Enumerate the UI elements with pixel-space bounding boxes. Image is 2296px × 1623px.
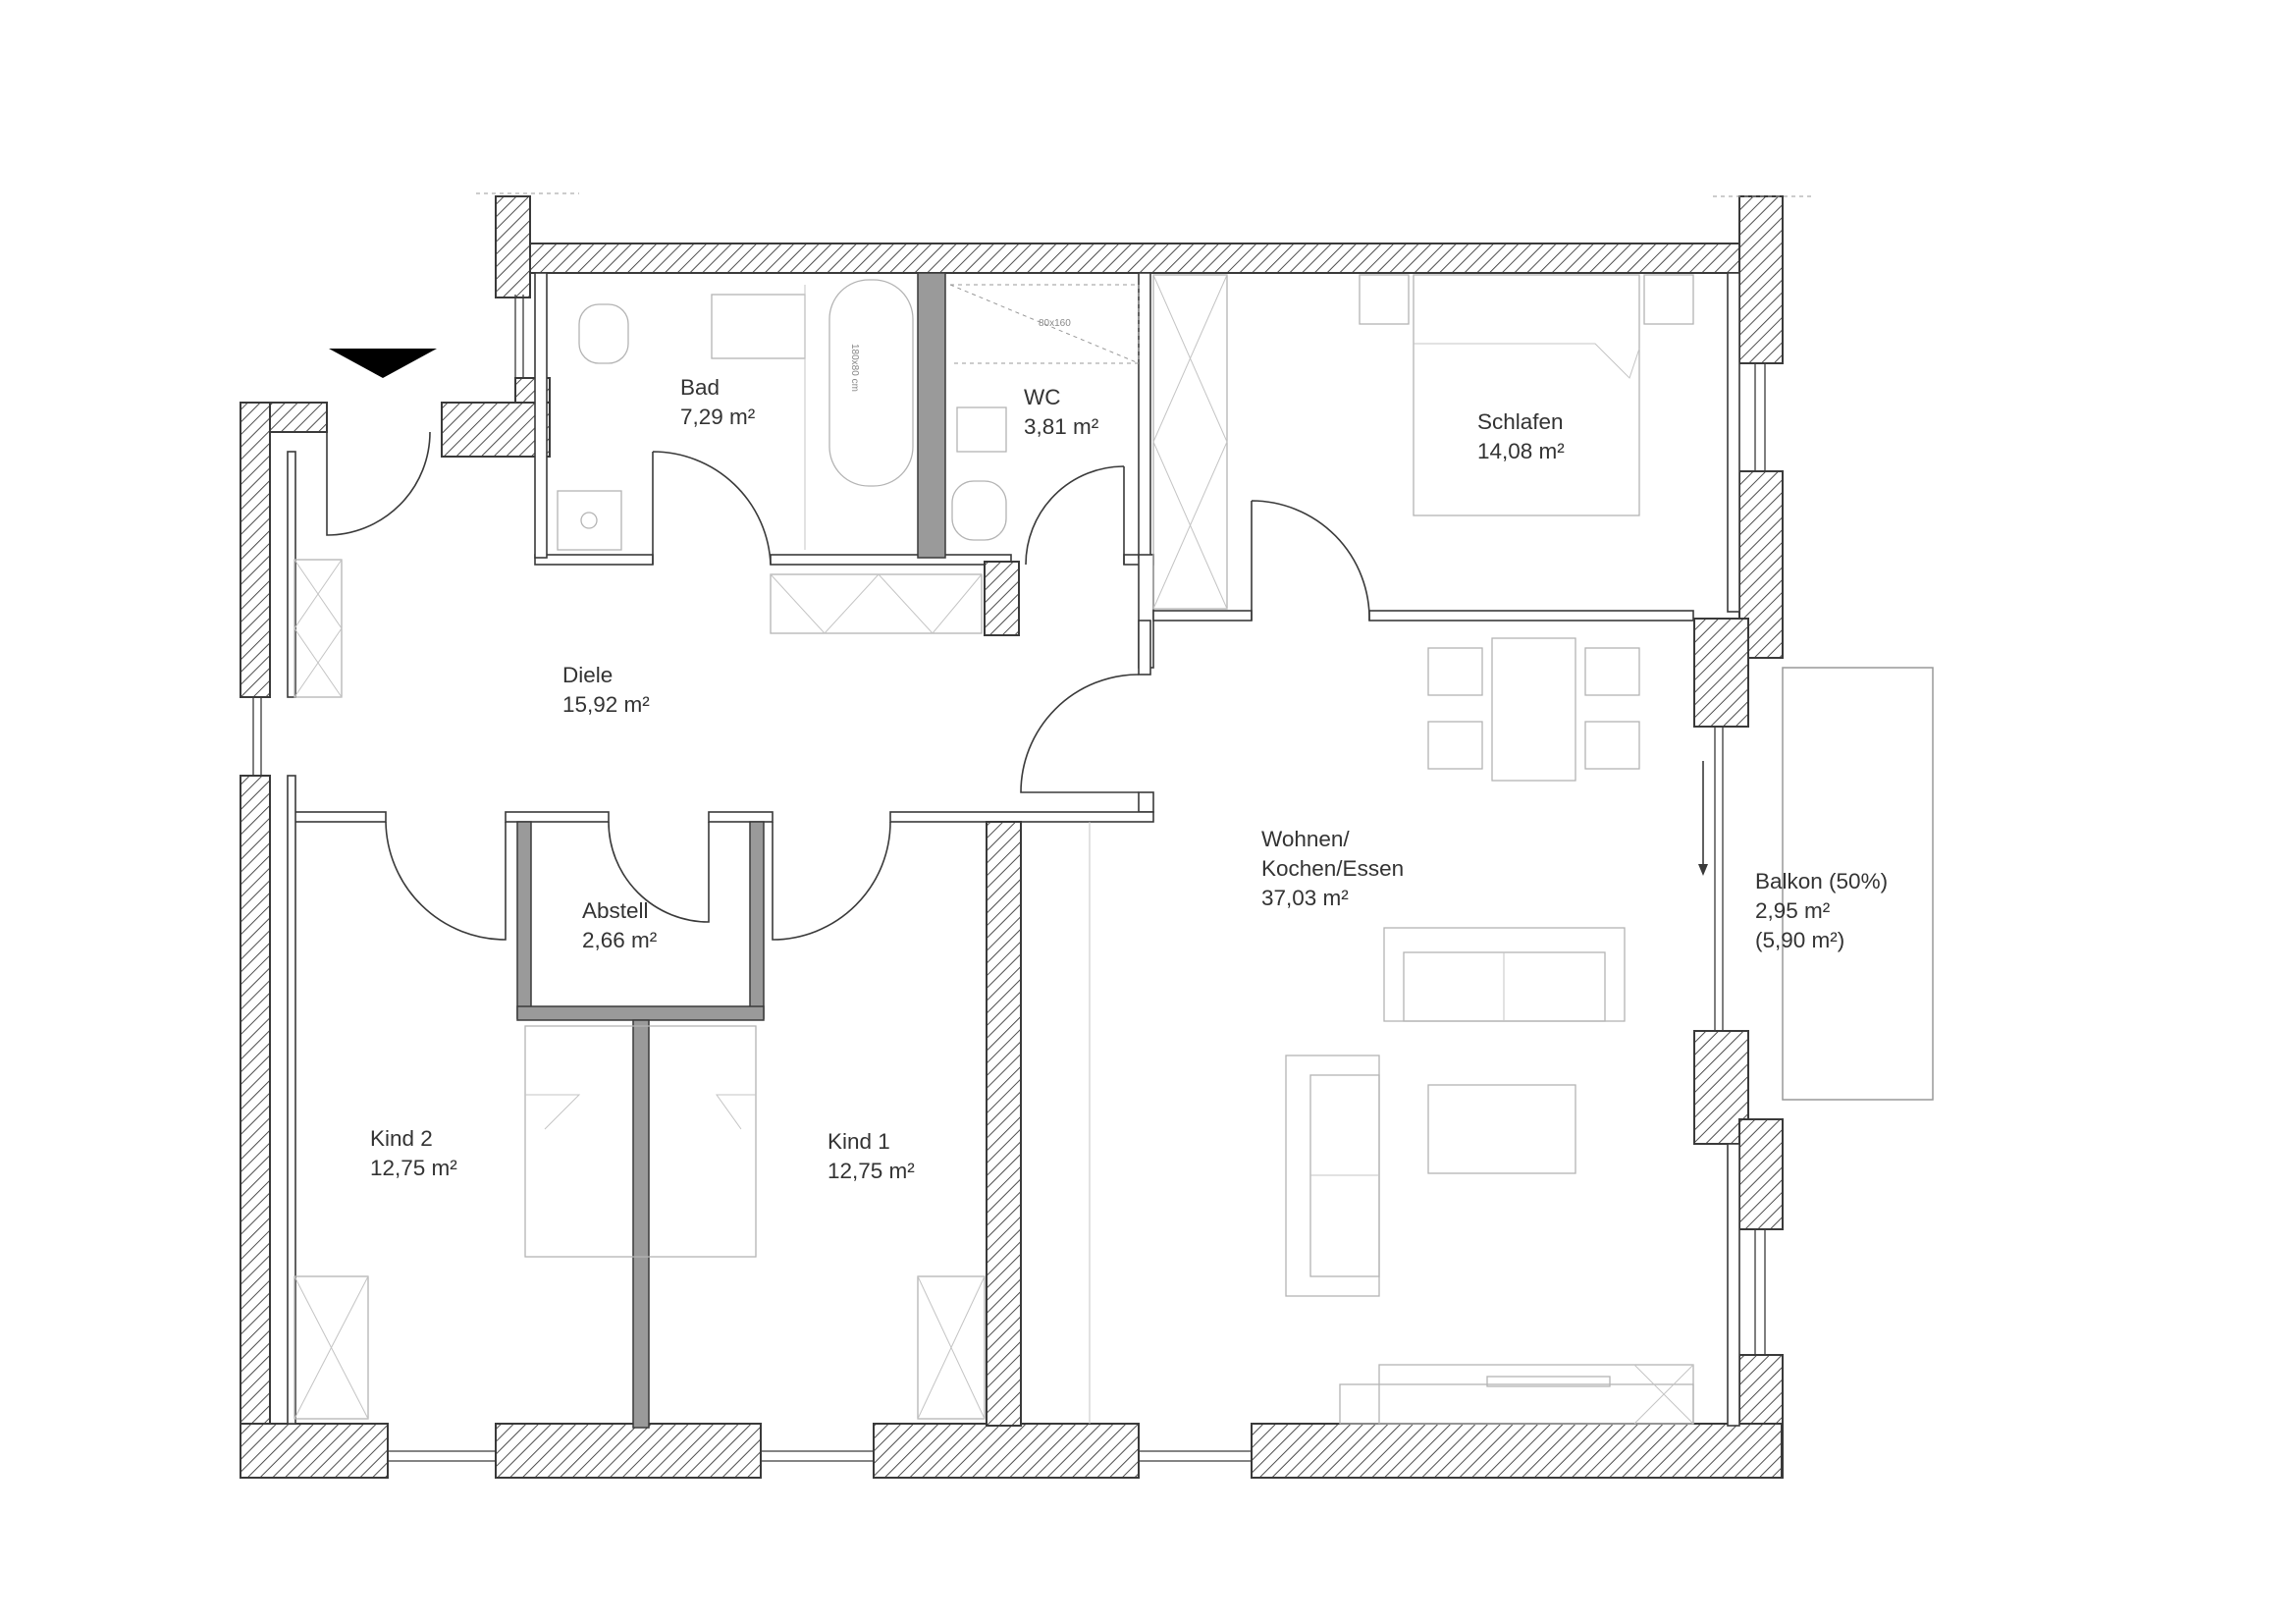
wall-wc-pillar — [984, 561, 1020, 636]
wall-abstell-top-left — [505, 811, 610, 823]
kind1-name: Kind 1 — [828, 1129, 890, 1154]
kind2-name: Kind 2 — [370, 1126, 433, 1151]
wall-abstell-bottom — [516, 1005, 765, 1021]
bed-kind — [524, 1025, 757, 1258]
wall-diele-wohnen-bottom — [1138, 791, 1154, 813]
wall-bad-bottom-left — [534, 554, 654, 566]
kind2-area: 12,75 m² — [370, 1156, 457, 1180]
chair-3 — [1584, 647, 1640, 696]
door-kind2 — [385, 821, 507, 941]
bathtub-size-label: 180x80 cm — [849, 344, 860, 392]
washbasin-bad — [711, 294, 806, 359]
schlafen-name: Schlafen — [1477, 409, 1564, 434]
balcony-outline — [1782, 667, 1934, 1101]
wall-left-upper — [240, 402, 271, 698]
door-wc — [1025, 465, 1125, 566]
shower-outline — [950, 284, 1140, 364]
shower-tray-bad — [557, 490, 622, 551]
diele-name: Diele — [562, 663, 613, 687]
dining-table — [1491, 637, 1576, 782]
door-abstell — [608, 821, 710, 923]
wall-right-lower — [1738, 1118, 1784, 1230]
shower-size-label: 80x160 — [1039, 318, 1071, 329]
chair-1 — [1427, 647, 1483, 696]
toilet-bad — [578, 303, 629, 364]
kind1-area: 12,75 m² — [828, 1159, 915, 1183]
balkon-name: Balkon (50%) — [1755, 869, 1888, 893]
wall-kind2-left — [287, 775, 296, 1425]
wall-top-right-stub — [1738, 195, 1784, 364]
coffee-table — [1427, 1084, 1576, 1174]
balkon-area-full: (5,90 m²) — [1755, 928, 1844, 952]
wc-area: 3,81 m² — [1024, 414, 1099, 439]
nightstand-left — [1359, 274, 1410, 325]
wall-top — [529, 243, 1756, 274]
wall-entry-left — [441, 402, 551, 458]
bad-area: 7,29 m² — [680, 405, 756, 429]
balkon-area: 2,95 m² — [1755, 898, 1831, 923]
kitchen-hob — [1486, 1376, 1611, 1387]
door-bad — [652, 451, 772, 566]
wall-bottom-1 — [240, 1423, 389, 1479]
wall-abstell-right — [749, 821, 765, 1019]
wall-abstell-left — [516, 821, 532, 1019]
exterior-walls — [240, 195, 1784, 1479]
furniture: 180x80 cm 80x160 — [294, 274, 1694, 1425]
closet-entrance — [294, 559, 343, 698]
wohnen-name-line1: Wohnen/ — [1261, 827, 1350, 851]
wall-schlafen-right — [1727, 272, 1740, 613]
room-labels: Bad 7,29 m² WC 3,81 m² Schlafen 14,08 m²… — [370, 375, 1888, 1183]
closet-diele-top — [770, 573, 983, 634]
wall-kind2-top-left — [292, 811, 387, 823]
wall-top-left-stub — [495, 195, 531, 298]
wall-abstell-top-right — [708, 811, 774, 823]
closet-kind2 — [294, 1275, 369, 1420]
doors — [326, 431, 1708, 941]
wall-bottom-4 — [1251, 1423, 1783, 1479]
wall-wc-right — [1138, 272, 1151, 559]
entrance-arrow-icon — [329, 349, 437, 378]
wall-bad-left — [534, 272, 548, 559]
nightstand-right — [1643, 274, 1694, 325]
wardrobe-schlafen — [1152, 274, 1228, 610]
wall-kind2-kind1 — [632, 1019, 650, 1429]
washbasin-wc — [956, 406, 1007, 453]
wohnen-name-line2: Kochen/Essen — [1261, 856, 1404, 881]
wall-bottom-2 — [495, 1423, 762, 1479]
bathtub — [828, 279, 914, 487]
wall-right-bump-top — [1693, 618, 1749, 728]
wc-name: WC — [1024, 385, 1061, 409]
diele-area: 15,92 m² — [562, 692, 650, 717]
wohnen-area: 37,03 m² — [1261, 886, 1349, 910]
chair-2 — [1427, 721, 1483, 770]
wall-diele-wohnen-top — [1138, 620, 1151, 676]
door-kind1 — [772, 821, 891, 941]
closet-kind1 — [917, 1275, 986, 1420]
wall-wohnen-right — [1727, 1143, 1740, 1427]
chair-4 — [1584, 721, 1640, 770]
wall-kind1-wohnen — [986, 821, 1022, 1427]
interior-walls — [287, 272, 1740, 1429]
wall-bad-wc — [917, 272, 946, 559]
wall-schlafen-bottom-left — [1152, 610, 1253, 622]
wall-schlafen-bottom-right — [1368, 610, 1694, 622]
schlafen-area: 14,08 m² — [1477, 439, 1565, 463]
wall-diele-left — [287, 451, 296, 698]
toilet-wc — [951, 480, 1007, 541]
door-entrance — [326, 431, 431, 536]
wall-kind1-top-right — [889, 811, 1154, 823]
abstell-name: Abstell — [582, 898, 649, 923]
bed-schlafen — [1413, 274, 1640, 516]
drain-icon — [580, 512, 598, 529]
wall-bottom-3 — [873, 1423, 1140, 1479]
abstell-area: 2,66 m² — [582, 928, 658, 952]
door-schlafen — [1251, 500, 1370, 622]
wall-left-lower — [240, 775, 271, 1479]
bad-name: Bad — [680, 375, 720, 400]
door-wohnen — [1020, 674, 1140, 793]
wall-bad-bottom — [770, 554, 1012, 566]
windows — [252, 295, 1766, 1462]
